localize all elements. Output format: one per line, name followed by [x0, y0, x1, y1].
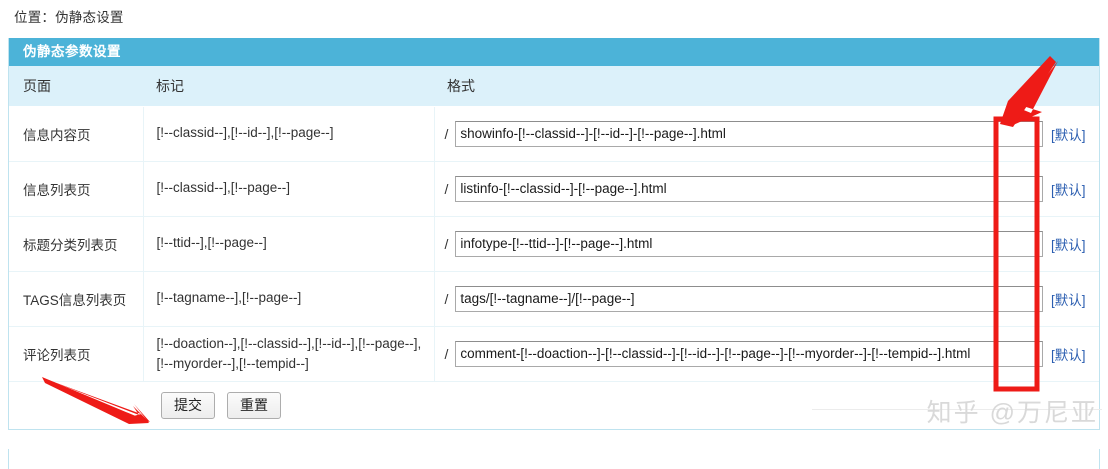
default-link[interactable]: [默认] — [1051, 182, 1086, 198]
default-link[interactable]: [默认] — [1051, 292, 1086, 308]
pseudo-static-settings-panel: 伪静态参数设置 页面 标记 格式 信息内容页 [!--classid--],[!… — [8, 38, 1100, 430]
row-format-cell: / [默认] — [434, 160, 1099, 216]
default-link[interactable]: [默认] — [1051, 127, 1086, 143]
path-slash-prefix: / — [444, 180, 449, 197]
breadcrumb: 位置：伪静态设置 — [14, 10, 124, 25]
row-page-name: 评论列表页 — [9, 325, 144, 381]
table-row: TAGS信息列表页 [!--tagname--],[!--page--] / [… — [9, 270, 1099, 326]
row-mark-tokens: [!--classid--],[!--page--] — [143, 160, 435, 216]
default-link[interactable]: [默认] — [1051, 347, 1086, 363]
table-header-row: 页面 标记 格式 — [9, 66, 1099, 107]
row-page-name: 信息列表页 — [9, 160, 144, 216]
row-format-cell: / [默认] — [434, 325, 1099, 381]
panel-title: 伪静态参数设置 — [9, 38, 1099, 66]
row-page-name: 标题分类列表页 — [9, 215, 144, 271]
path-slash-prefix: / — [444, 235, 449, 252]
form-button-bar: 提交 重置 — [9, 381, 1099, 429]
row-format-cell: / [默认] — [434, 270, 1099, 326]
reset-button[interactable]: 重置 — [227, 392, 281, 419]
row-page-name: TAGS信息列表页 — [9, 270, 144, 326]
parameters-table: 页面 标记 格式 信息内容页 [!--classid--],[!--id--],… — [9, 66, 1099, 381]
row-mark-tokens: [!--ttid--],[!--page--] — [143, 215, 435, 271]
submit-button[interactable]: 提交 — [161, 392, 215, 419]
table-row: 信息列表页 [!--classid--],[!--page--] / [默认] — [9, 160, 1099, 216]
format-input-tags-list[interactable] — [455, 285, 1043, 312]
watermark: 知乎 @万尼亚 — [926, 399, 1098, 427]
column-header-page: 页面 — [9, 66, 143, 107]
format-input-info-content[interactable] — [455, 120, 1043, 147]
format-input-comment-list[interactable] — [455, 340, 1043, 367]
row-page-name: 信息内容页 — [9, 105, 144, 161]
row-format-cell: / [默认] — [434, 215, 1099, 271]
default-link[interactable]: [默认] — [1051, 237, 1086, 253]
row-mark-tokens: [!--classid--],[!--id--],[!--page--] — [143, 105, 435, 161]
path-slash-prefix: / — [444, 290, 449, 307]
path-slash-prefix: / — [444, 345, 449, 362]
format-input-title-category-list[interactable] — [455, 230, 1043, 257]
row-format-cell: / [默认] — [434, 105, 1099, 161]
column-header-format: 格式 — [434, 66, 1099, 107]
format-input-info-list[interactable] — [455, 175, 1043, 202]
table-row: 评论列表页 [!--doaction--],[!--classid--],[!-… — [9, 325, 1099, 381]
path-slash-prefix: / — [444, 125, 449, 142]
table-row: 信息内容页 [!--classid--],[!--id--],[!--page-… — [9, 105, 1099, 161]
clipped-footer-note — [8, 449, 1100, 469]
table-row: 标题分类列表页 [!--ttid--],[!--page--] / [默认] — [9, 215, 1099, 271]
row-mark-tokens: [!--tagname--],[!--page--] — [143, 270, 435, 326]
watermark-divider — [812, 409, 1102, 410]
row-mark-tokens: [!--doaction--],[!--classid--],[!--id--]… — [143, 325, 435, 381]
column-header-mark: 标记 — [143, 66, 434, 107]
